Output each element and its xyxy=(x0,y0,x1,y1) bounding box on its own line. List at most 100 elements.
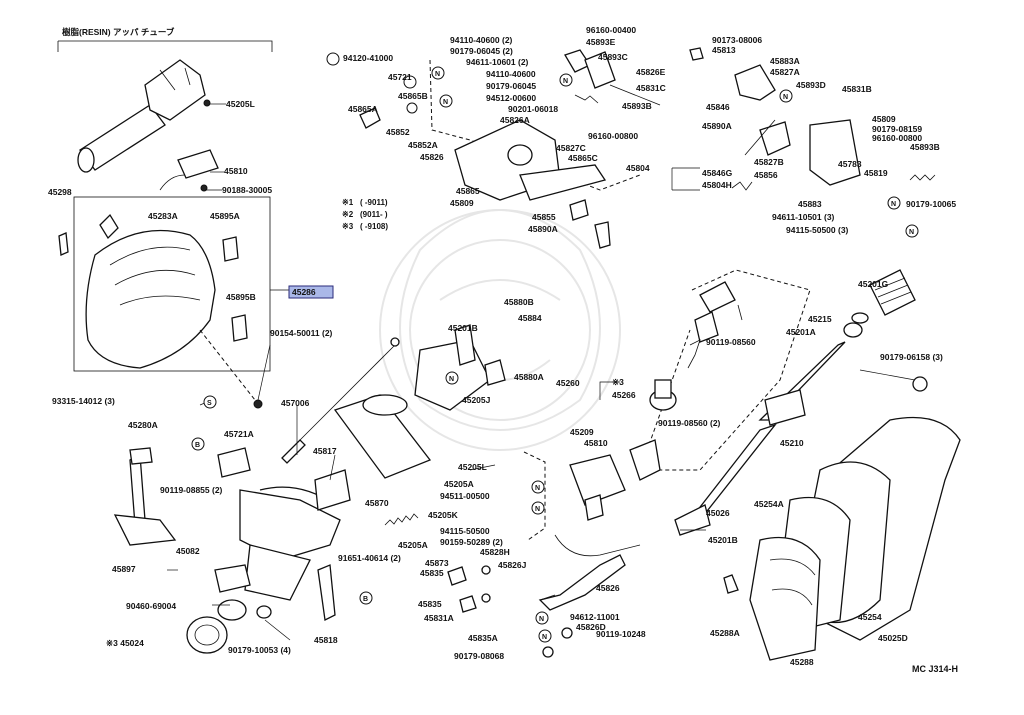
label: 45260 xyxy=(556,378,580,388)
svg-text:N: N xyxy=(563,78,568,85)
label: 45201A xyxy=(786,327,816,337)
label: 45254A xyxy=(754,499,784,509)
label: 90179-06158 (3) xyxy=(880,352,943,362)
label: 90179-06045 xyxy=(486,81,536,91)
label: 45201G xyxy=(858,279,889,289)
svg-text:B: B xyxy=(195,442,200,449)
legend-mark: ※3 xyxy=(342,222,354,231)
label: 45283A xyxy=(148,211,178,221)
cover-screw-leader xyxy=(199,329,256,401)
label: 45893E xyxy=(586,37,616,47)
circle-mark: N xyxy=(779,89,793,103)
label: 90119-08855 (2) xyxy=(160,485,223,495)
label: 45870 xyxy=(365,498,389,508)
label: 45810 xyxy=(584,438,608,448)
circle-mark: S xyxy=(203,395,217,409)
circle-mark: B xyxy=(191,437,205,451)
tilt-lever-part xyxy=(113,447,177,546)
label: 45884 xyxy=(518,313,542,323)
label: 45254 xyxy=(858,612,882,622)
label: 45266 xyxy=(612,390,636,400)
label: 45828H xyxy=(480,547,510,557)
label: 45897 xyxy=(112,564,136,574)
label: 94611-10501 (3) xyxy=(772,212,835,222)
label: 45880B xyxy=(504,297,534,307)
label: 90188-30005 xyxy=(222,185,272,195)
lever-45818 xyxy=(317,564,336,621)
label: 90154-50011 (2) xyxy=(270,328,333,338)
header-caption: 樹脂(RESIN) アッパ チューブ xyxy=(57,27,273,52)
label: 94512-00600 xyxy=(486,93,536,103)
label: 45205J xyxy=(462,395,491,405)
circle-mark: N xyxy=(559,73,573,87)
label: 45818 xyxy=(314,635,338,645)
legend-mark: ※2 xyxy=(342,210,354,219)
label: 45865B xyxy=(398,91,428,101)
label: 45826 xyxy=(596,583,620,593)
label: 90179-08068 xyxy=(454,651,504,661)
label: 45895A xyxy=(210,211,240,221)
label: 45883 xyxy=(798,199,822,209)
label: 45827A xyxy=(770,67,800,77)
circle-mark: N xyxy=(535,611,549,625)
svg-text:N: N xyxy=(783,94,788,101)
label: 45210 xyxy=(780,438,804,448)
label-highlighted[interactable]: 45286 xyxy=(292,287,316,297)
applicability-legend: ※1 ( -9011) ※2 (9011- ) ※3 ( -9108) xyxy=(342,198,388,231)
intermediate-shaft-part xyxy=(649,281,743,411)
label: 45209 xyxy=(570,427,594,437)
label: ※3 xyxy=(612,377,624,387)
label: 45883A xyxy=(770,56,800,66)
label: 45783 xyxy=(838,159,862,169)
label: 91651-40614 (2) xyxy=(338,553,401,563)
label: 45205K xyxy=(428,510,459,520)
label: 90179-06045 (2) xyxy=(450,46,513,56)
label: 45205L xyxy=(458,462,487,472)
label: 45205A xyxy=(398,540,428,550)
label: 45890A xyxy=(528,224,558,234)
svg-text:N: N xyxy=(535,485,540,492)
svg-text:N: N xyxy=(539,616,544,623)
circle-mark: N xyxy=(531,501,545,515)
label: 94110-40600 (2) xyxy=(450,35,513,45)
circle-mark: N xyxy=(531,480,545,494)
highlight-box-45286 xyxy=(288,285,334,299)
legend-text: (9011- ) xyxy=(360,210,388,219)
label: 45895B xyxy=(226,292,256,302)
upper-tube-part xyxy=(77,59,206,173)
label: 94115-50500 (3) xyxy=(786,225,849,235)
label: 45804 xyxy=(626,163,650,173)
svg-text:N: N xyxy=(535,506,540,513)
label: 45827C xyxy=(556,143,586,153)
label: 45846G xyxy=(702,168,733,178)
circle-mark: B xyxy=(359,591,373,605)
label: 96160-00400 xyxy=(586,25,636,35)
cover-screw xyxy=(253,399,263,409)
label: 45880A xyxy=(514,372,544,382)
drawing-code: MC J314-H xyxy=(912,664,958,674)
label: 94110-40600 xyxy=(486,69,536,79)
legend-text: ( -9011) xyxy=(360,198,388,207)
column-cover-parts xyxy=(58,213,248,369)
circle-mark: N xyxy=(445,371,459,385)
label: 94115-50500 xyxy=(440,526,490,536)
label: 90179-10065 xyxy=(906,199,956,209)
label: 45852 xyxy=(386,127,410,137)
svg-text:N: N xyxy=(435,71,440,78)
gas-spring-part xyxy=(281,337,400,464)
label: 45201B xyxy=(708,535,738,545)
label: 45819 xyxy=(864,168,888,178)
svg-text:N: N xyxy=(891,201,896,208)
label: 90460-69004 xyxy=(126,601,176,611)
column-boot-part xyxy=(723,416,961,661)
label: 94511-00500 xyxy=(440,491,490,501)
label: 45852A xyxy=(408,140,438,150)
label: 45893B xyxy=(622,101,652,111)
label: 90119-08560 xyxy=(706,337,756,347)
label: 45835 xyxy=(420,568,444,578)
label: 45721A xyxy=(224,429,254,439)
label: 457006 xyxy=(281,398,310,408)
switch-bracket-part xyxy=(159,99,219,192)
label: 90179-08159 xyxy=(872,124,922,134)
